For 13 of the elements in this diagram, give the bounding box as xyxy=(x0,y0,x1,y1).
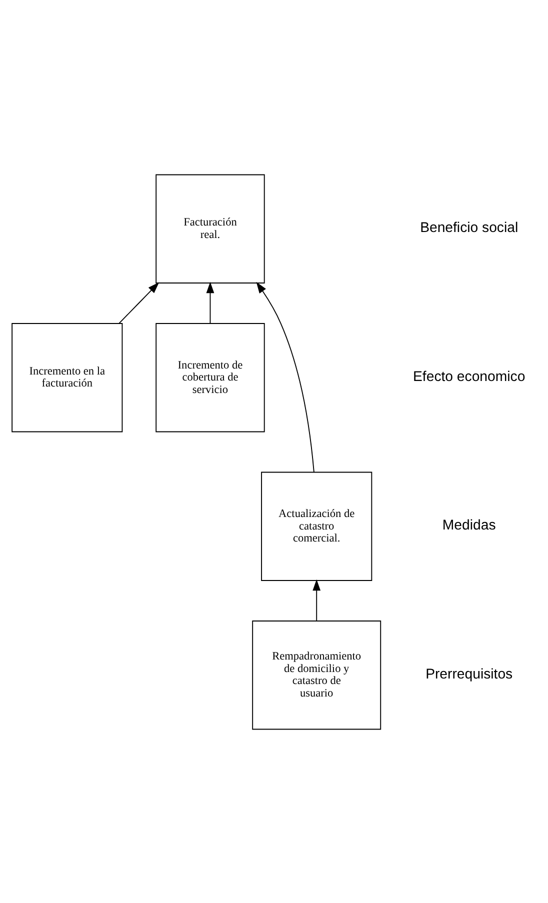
label: Medidas xyxy=(442,516,496,532)
arrow xyxy=(256,281,314,472)
node-box: Actualización de catastro comercial. xyxy=(261,471,372,580)
label: Prerrequisitos xyxy=(426,664,513,681)
node-box: Incremento en la facturación xyxy=(12,322,123,432)
label: Efecto economico xyxy=(413,367,526,384)
label: Beneficio social xyxy=(420,218,518,235)
arrow xyxy=(118,282,160,324)
node-box: Rempadronamiento de domicilio y catastro de usuario xyxy=(252,620,382,730)
node-box: Facturación real. xyxy=(156,174,265,283)
arrow xyxy=(206,281,214,324)
arrow xyxy=(312,578,321,621)
node-box: Incremento de cobertura de servicio xyxy=(156,322,265,432)
